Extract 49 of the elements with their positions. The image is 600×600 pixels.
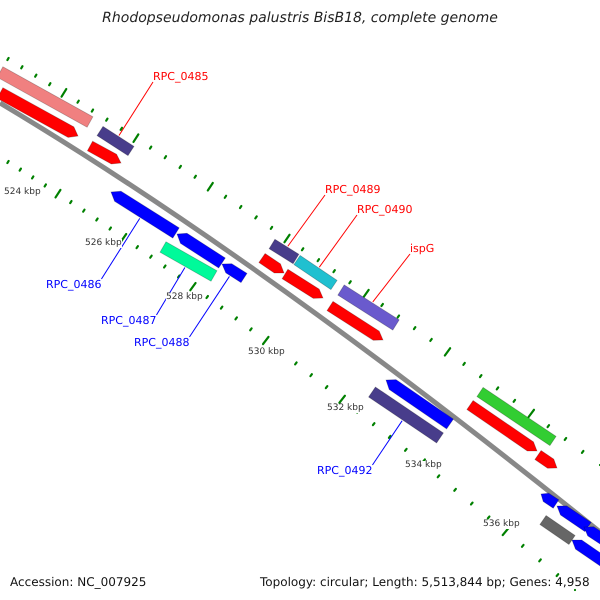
leader-line bbox=[100, 218, 140, 280]
scale-label: 532 kbp bbox=[327, 404, 364, 413]
gene-feature bbox=[385, 379, 454, 430]
gene-feature bbox=[326, 300, 384, 341]
gene-feature bbox=[159, 241, 218, 282]
gene-label: ispG bbox=[410, 243, 434, 254]
gene-feature bbox=[466, 400, 538, 452]
leader-line bbox=[156, 267, 186, 316]
genome-info-text: Topology: circular; Length: 5,513,844 bp; Genes: 4,958 bbox=[260, 576, 590, 588]
leader-line bbox=[372, 254, 410, 302]
leader-line bbox=[372, 420, 403, 466]
gene-feature bbox=[110, 190, 180, 239]
leader-line bbox=[318, 214, 358, 268]
gene-feature bbox=[540, 492, 560, 509]
gene-label: RPC_0486 bbox=[46, 279, 102, 290]
leader-line bbox=[188, 276, 230, 338]
gene-feature bbox=[368, 386, 444, 444]
gene-feature bbox=[293, 254, 338, 290]
gene-feature bbox=[96, 126, 135, 156]
scale-label: 536 kbp bbox=[483, 520, 520, 529]
gene-feature bbox=[176, 232, 226, 269]
scale-label: 528 kbp bbox=[166, 293, 203, 302]
gene-feature bbox=[583, 526, 600, 546]
scale-label: 530 kbp bbox=[248, 348, 285, 357]
gene-feature bbox=[539, 514, 576, 546]
scale-label: 534 kbp bbox=[405, 461, 442, 470]
gene-feature bbox=[86, 140, 122, 164]
gene-feature bbox=[0, 87, 79, 138]
gene-feature bbox=[268, 238, 300, 264]
gene-feature bbox=[258, 252, 285, 274]
scale-label: 524 kbp bbox=[4, 188, 41, 197]
scale-label: 526 kbp bbox=[85, 239, 122, 248]
gene-feature bbox=[337, 284, 400, 331]
gene-feature bbox=[534, 450, 558, 469]
gene-feature bbox=[221, 263, 248, 284]
title: Rhodopseudomonas palustris BisB18, complete genome bbox=[101, 11, 499, 25]
gene-label: RPC_0490 bbox=[357, 204, 412, 215]
gene-feature bbox=[282, 268, 324, 299]
leader-line bbox=[118, 82, 154, 136]
gene-feature bbox=[0, 66, 94, 128]
gene-label: RPC_0492 bbox=[317, 465, 372, 476]
gene-label: RPC_0487 bbox=[101, 315, 156, 326]
accession-text: Accession: NC_007925 bbox=[10, 576, 146, 588]
leader-line bbox=[287, 194, 326, 247]
gene-label: RPC_0489 bbox=[325, 184, 380, 195]
gene-label: RPC_0485 bbox=[153, 71, 208, 82]
gene-feature bbox=[476, 386, 557, 446]
gene-label: RPC_0488 bbox=[134, 337, 190, 348]
gene-feature bbox=[556, 506, 592, 532]
